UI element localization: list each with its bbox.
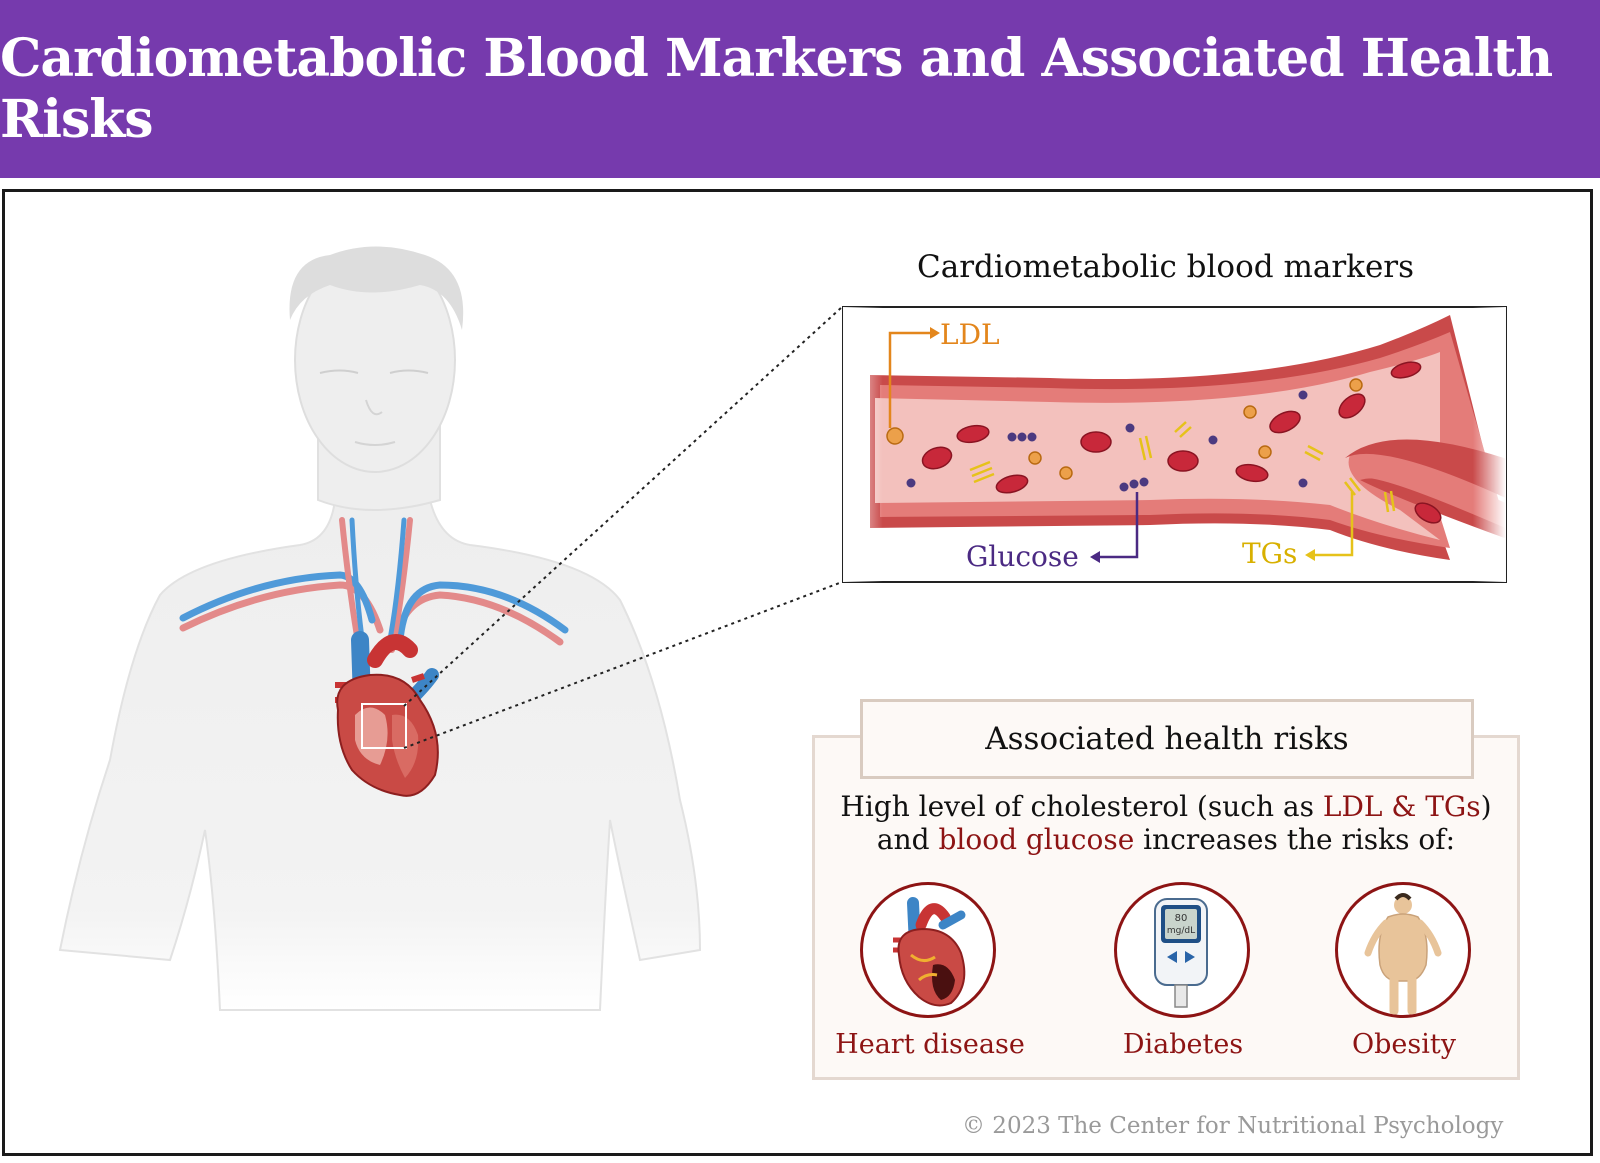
heart-icon (893, 897, 966, 1007)
risks-description-line1: High level of cholesterol (such as LDL &… (840, 790, 1492, 823)
obese-person-icon (1364, 893, 1442, 1015)
glucometer-reading: 80 (1175, 913, 1188, 924)
zoom-lines (403, 306, 843, 749)
risks-title-box: Associated health risks (860, 699, 1474, 779)
tgs-label: TGs (1242, 537, 1298, 570)
risks-title: Associated health risks (985, 721, 1349, 757)
ldl-tgs-highlight: LDL & TGs (1322, 790, 1481, 823)
header-banner: Cardiometabolic Blood Markers and Associ… (0, 0, 1600, 178)
diabetes-icon-circle: 80 mg/dL (1114, 882, 1250, 1018)
diabetes-label: Diabetes (1122, 1029, 1244, 1060)
heart-disease-label: Heart disease (835, 1029, 1025, 1060)
ldl-label: LDL (940, 318, 1000, 351)
head-silhouette (289, 246, 464, 473)
page-title: Cardiometabolic Blood Markers and Associ… (0, 28, 1553, 150)
obesity-label: Obesity (1352, 1029, 1456, 1060)
obesity-icon-circle (1335, 882, 1471, 1018)
glucometer-icon: 80 mg/dL (1154, 898, 1208, 1008)
risks-description-line2: and blood glucose increases the risks of… (876, 823, 1456, 856)
blood-glucose-highlight: blood glucose (938, 823, 1135, 856)
glucose-label: Glucose (966, 540, 1079, 573)
heart-disease-icon-circle (860, 882, 996, 1018)
heart-illustration (335, 631, 439, 797)
markers-title: Cardiometabolic blood markers (917, 249, 1415, 285)
glucometer-unit: mg/dL (1167, 926, 1195, 936)
risks-description: High level of cholesterol (such as LDL &… (812, 790, 1520, 856)
copyright-footer: © 2023 The Center for Nutritional Psycho… (962, 1113, 1504, 1139)
